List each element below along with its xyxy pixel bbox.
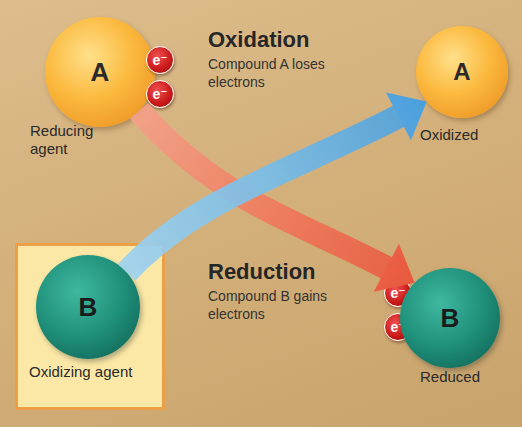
reducing-agent-circle: AReducing agent: [45, 17, 155, 127]
reduced-circle: BReduced: [400, 268, 500, 368]
electron-flow-arrow: [127, 92, 427, 272]
node-letter: e⁻: [147, 47, 173, 73]
node-letter: A: [45, 17, 155, 127]
node-letter: B: [36, 255, 140, 359]
electron-flow-arrow: [139, 111, 415, 292]
electron: e⁻: [146, 46, 174, 74]
node-caption: Oxidized: [420, 126, 510, 144]
process-description: Compound B gains electrons: [208, 288, 338, 323]
node-letter: B: [400, 268, 500, 368]
node-letter: A: [416, 26, 508, 118]
node-caption: Reduced: [400, 368, 500, 386]
oxidized-circle: AOxidized: [416, 26, 508, 118]
node-letter: e⁻: [147, 81, 173, 107]
electron: e⁻: [146, 80, 174, 108]
process-heading: Reduction: [208, 258, 408, 286]
oxidizing-agent-circle: B: [36, 255, 140, 359]
oxidizing-agent-box: Oxidizing agent B: [15, 243, 165, 410]
process-heading: Oxidation: [208, 26, 408, 54]
node-caption: Reducing agent: [30, 122, 130, 158]
node-caption: Oxidizing agent: [29, 363, 149, 381]
process-description: Compound A loses electrons: [208, 56, 338, 91]
